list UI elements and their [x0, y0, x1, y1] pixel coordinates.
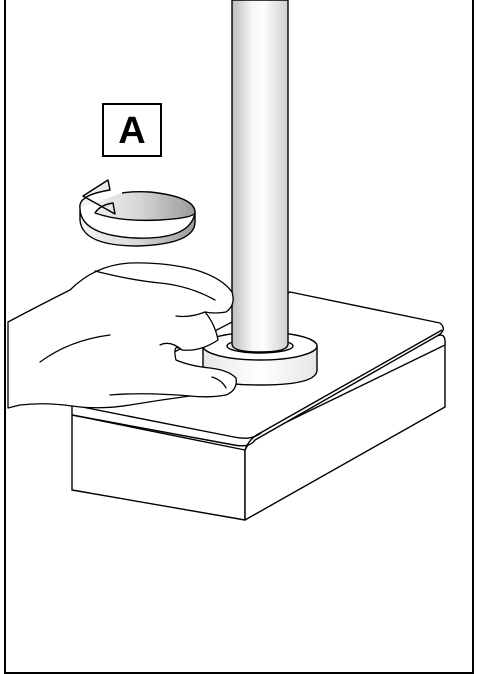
page-borders: [4, 0, 474, 674]
pole: [231, 0, 289, 353]
step-label: A: [118, 110, 145, 152]
hand-icon: [7, 262, 237, 409]
step-label-box: A: [102, 103, 162, 157]
rotate-counterclockwise-arrow-icon: [79, 179, 196, 247]
